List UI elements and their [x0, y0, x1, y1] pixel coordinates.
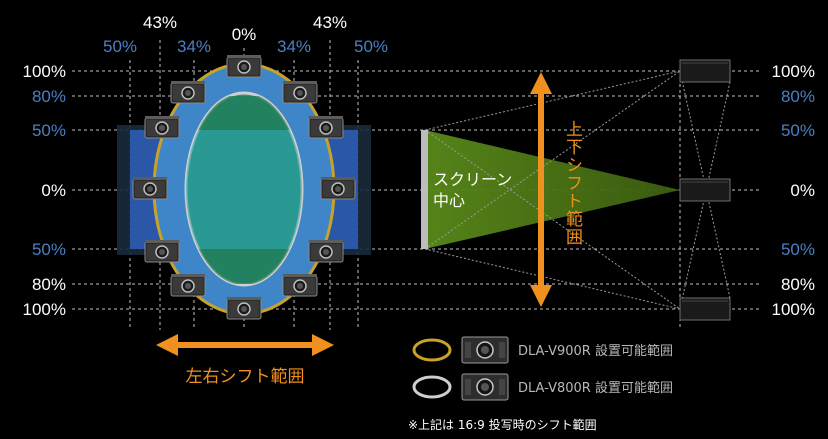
projector-icon — [461, 373, 509, 401]
projector-icon — [308, 239, 344, 263]
label-top-43-right: 43% — [313, 13, 347, 32]
vertical-shift-arrow — [530, 72, 552, 307]
projector-icon — [320, 176, 356, 200]
projector-icon — [226, 296, 262, 320]
label-left-50-bottom: 50% — [32, 240, 66, 259]
legend-gold-ring-icon — [412, 338, 452, 362]
label-left-80-bottom: 80% — [32, 275, 66, 294]
projector-icon — [170, 273, 206, 297]
legend-v800r-label: DLA-V800R 設置可能範囲 — [518, 380, 673, 396]
label-right-0: 0% — [790, 181, 815, 200]
screen-center-line2: 中心 — [433, 191, 465, 210]
projector-icon — [679, 178, 731, 202]
legend-silver-ring-icon — [412, 375, 452, 399]
projector-icon — [679, 297, 731, 321]
projector-icon — [144, 239, 180, 263]
label-left-80-top: 80% — [32, 87, 66, 106]
projector-icon — [308, 115, 344, 139]
label-right-50-top: 50% — [781, 121, 815, 140]
label-left-50-top: 50% — [32, 121, 66, 140]
legend: DLA-V900R 設置可能範囲 DLA-V800R 設置可能範囲 — [412, 336, 673, 401]
projector-icon — [144, 115, 180, 139]
screen-bar — [421, 130, 428, 249]
label-left-100-bottom: 100% — [23, 300, 66, 319]
label-top-0: 0% — [232, 25, 257, 44]
label-left-0: 0% — [41, 181, 66, 200]
label-top-50-right: 50% — [354, 37, 388, 56]
label-right-100-bottom: 100% — [772, 300, 815, 319]
label-right-80-top: 80% — [781, 87, 815, 106]
screen-center-line1: スクリーン — [433, 170, 512, 189]
projector-icon — [282, 273, 318, 297]
label-left-100-top: 100% — [23, 62, 66, 81]
projector-icon — [282, 80, 318, 104]
horizontal-shift-label: 左右シフト範囲 — [186, 367, 305, 387]
label-top-43-left: 43% — [143, 13, 177, 32]
label-top-34-right: 34% — [277, 37, 311, 56]
legend-v900r-label: DLA-V900R 設置可能範囲 — [518, 343, 673, 359]
projector-icon — [461, 336, 509, 364]
label-right-80-bottom: 80% — [781, 275, 815, 294]
label-top-50-left: 50% — [103, 37, 137, 56]
projector-icon — [226, 54, 262, 78]
projector-icon — [170, 80, 206, 104]
vertical-shift-label: 上下シフト範囲 — [562, 120, 583, 246]
projector-icon — [679, 59, 731, 83]
horizontal-shift-arrow — [156, 334, 334, 356]
label-right-50-bottom: 50% — [781, 240, 815, 259]
projector-icon — [132, 176, 168, 200]
label-right-100-top: 100% — [772, 62, 815, 81]
label-top-34-left: 34% — [177, 37, 211, 56]
footnote: ※上記は 16:9 投写時のシフト範囲 — [408, 417, 597, 432]
side-projectors — [679, 59, 731, 321]
